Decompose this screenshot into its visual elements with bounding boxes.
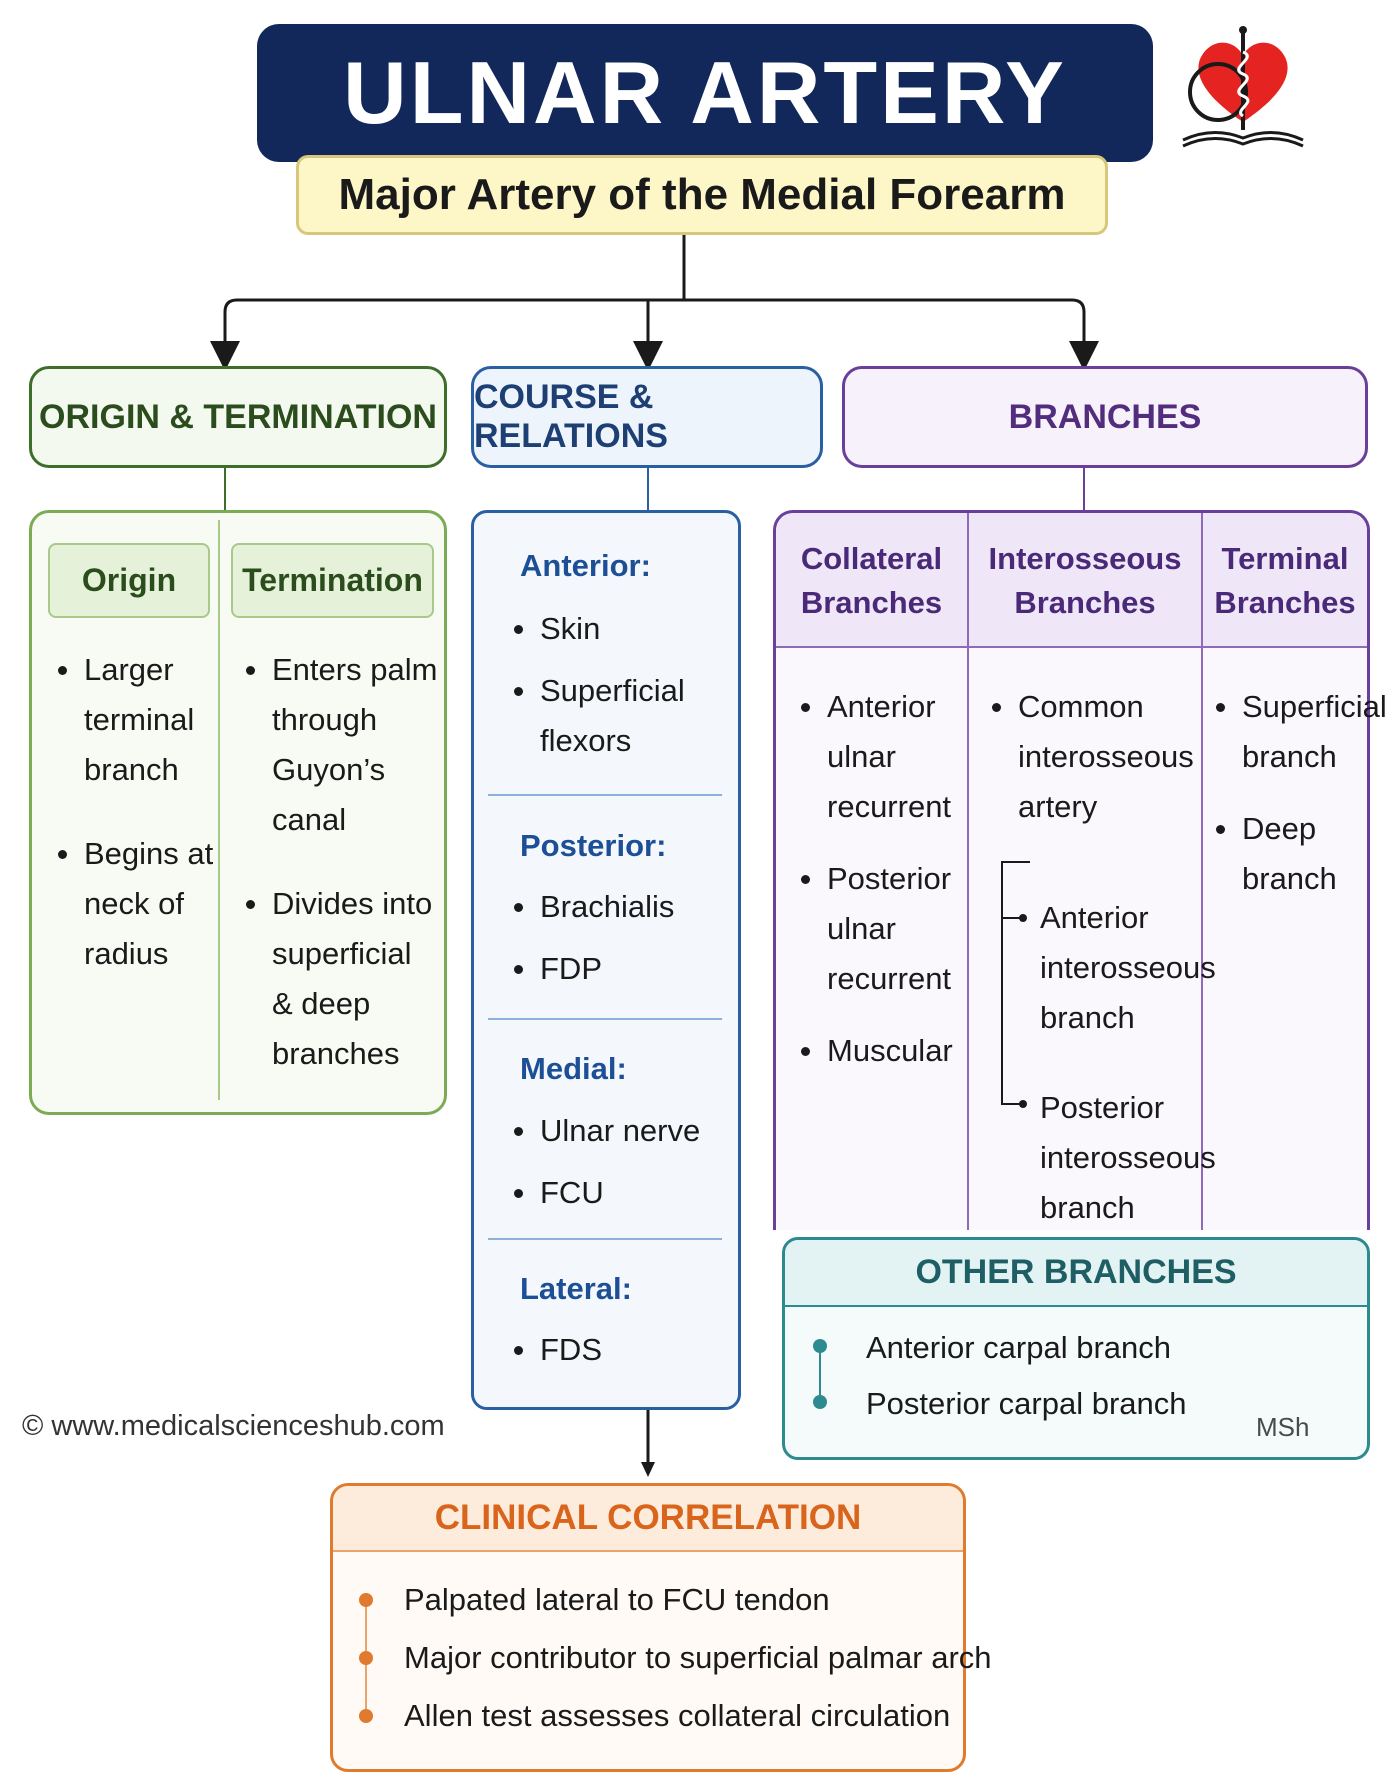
other-branches-header: OTHER BRANCHES bbox=[785, 1240, 1367, 1307]
course-separator bbox=[488, 794, 722, 796]
origin-termination-title: ORIGIN & TERMINATION bbox=[39, 397, 437, 436]
terminal-list: Superficial branch Deep branch bbox=[1210, 682, 1387, 926]
clinical-correlation-title: CLINICAL CORRELATION bbox=[434, 1498, 862, 1537]
list-item: Common interosseous artery bbox=[986, 682, 1196, 832]
medial-label: Medial: bbox=[520, 1051, 627, 1086]
subtitle-banner: Major Artery of the Medial Forearm bbox=[296, 155, 1108, 235]
collateral-list: Anterior ulnar recurrent Posterior ulnar… bbox=[795, 682, 963, 1098]
posterior-list: Brachialis FDP bbox=[508, 882, 728, 1006]
anterior-interosseous-branch: Anterior interosseous branch bbox=[1040, 900, 1216, 1035]
branches-header: BRANCHES bbox=[842, 366, 1368, 468]
collateral-header: Collateral Branches bbox=[776, 513, 967, 648]
anterior-label: Anterior: bbox=[520, 548, 651, 583]
list-item: FCU bbox=[508, 1168, 728, 1218]
origin-label: Origin bbox=[81, 562, 177, 598]
course-separator bbox=[488, 1238, 722, 1240]
list-item: Muscular bbox=[795, 1026, 963, 1076]
terminal-label: Terminal Branches bbox=[1214, 540, 1356, 620]
list-item: Superficial branch bbox=[1210, 682, 1387, 782]
posterior-interosseous-branch: Posterior interosseous branch bbox=[1040, 1090, 1216, 1225]
clinical-item: Palpated lateral to FCU tendon bbox=[404, 1582, 830, 1617]
course-separator bbox=[488, 1018, 722, 1020]
course-relations-panel bbox=[471, 510, 741, 1410]
top-connector bbox=[210, 235, 1099, 371]
list-item: Divides into superficial & deep branches bbox=[240, 879, 440, 1079]
clinical-timeline bbox=[359, 1593, 373, 1723]
origin-list: Larger terminal branch Begins at neck of… bbox=[52, 645, 222, 1013]
interosseous-header: Interosseous Branches bbox=[969, 513, 1201, 648]
lateral-list: FDS bbox=[508, 1325, 728, 1387]
list-item: Enters palm through Guyon’s canal bbox=[240, 645, 440, 845]
course-relations-title: COURSE & RELATIONS bbox=[474, 378, 668, 455]
copyright-text: © www.medicalscienceshub.com bbox=[22, 1410, 445, 1442]
list-item: Larger terminal branch bbox=[52, 645, 222, 795]
page-subtitle: Major Artery of the Medial Forearm bbox=[338, 170, 1066, 219]
anterior-list: Skin Superficial flexors bbox=[508, 604, 728, 778]
clinical-correlation-header: CLINICAL CORRELATION bbox=[333, 1486, 963, 1552]
list-item: FDS bbox=[508, 1325, 728, 1375]
clinical-arrow bbox=[641, 1410, 655, 1477]
medial-list: Ulnar nerve FCU bbox=[508, 1106, 728, 1230]
list-item: Posterior ulnar recurrent bbox=[795, 854, 963, 1004]
clinical-item: Major contributor to superficial palmar … bbox=[404, 1640, 992, 1675]
other-branches-timeline bbox=[813, 1339, 827, 1409]
course-relations-header: COURSE & RELATIONS bbox=[471, 366, 823, 468]
branches-title: BRANCHES bbox=[1008, 397, 1202, 436]
list-item: Deep branch bbox=[1210, 804, 1360, 904]
other-branch-item: Anterior carpal branch bbox=[866, 1330, 1171, 1365]
msh-mark: MSh bbox=[1256, 1412, 1310, 1442]
termination-label: Termination bbox=[242, 562, 423, 598]
interosseous-bracket bbox=[1001, 861, 1030, 1108]
branches-column-divider bbox=[967, 513, 969, 1230]
termination-list: Enters palm through Guyon’s canal Divide… bbox=[240, 645, 440, 1113]
lateral-label: Lateral: bbox=[520, 1271, 632, 1306]
page-title: ULNAR ARTERY bbox=[343, 43, 1067, 142]
list-item: Superficial flexors bbox=[508, 666, 728, 766]
other-branch-item: Posterior carpal branch bbox=[866, 1386, 1187, 1421]
termination-subheader: Termination bbox=[231, 543, 434, 618]
list-item: Brachialis bbox=[508, 882, 728, 932]
title-banner: ULNAR ARTERY bbox=[257, 24, 1153, 162]
origin-subheader: Origin bbox=[48, 543, 210, 618]
terminal-header: Terminal Branches bbox=[1203, 513, 1367, 648]
heart-caduceus-book-logo bbox=[1182, 26, 1304, 148]
list-item: Begins at neck of radius bbox=[52, 829, 222, 979]
posterior-label: Posterior: bbox=[520, 828, 667, 863]
origin-termination-header: ORIGIN & TERMINATION bbox=[29, 366, 447, 468]
list-item: Skin bbox=[508, 604, 728, 654]
branches-column-headers bbox=[776, 513, 1367, 648]
clinical-item: Allen test assesses collateral circulati… bbox=[404, 1698, 951, 1733]
other-branches-title: OTHER BRANCHES bbox=[915, 1253, 1237, 1291]
interosseous-label: Interosseous Branches bbox=[988, 540, 1182, 620]
list-item: Anterior ulnar recurrent bbox=[795, 682, 963, 832]
origin-column-divider bbox=[218, 520, 220, 1100]
interosseous-list: Common interosseous artery bbox=[986, 682, 1196, 854]
collateral-label: Collateral Branches bbox=[800, 540, 943, 620]
list-item: Ulnar nerve bbox=[508, 1106, 728, 1156]
branches-column-divider bbox=[1201, 513, 1203, 1230]
list-item: FDP bbox=[508, 944, 728, 994]
